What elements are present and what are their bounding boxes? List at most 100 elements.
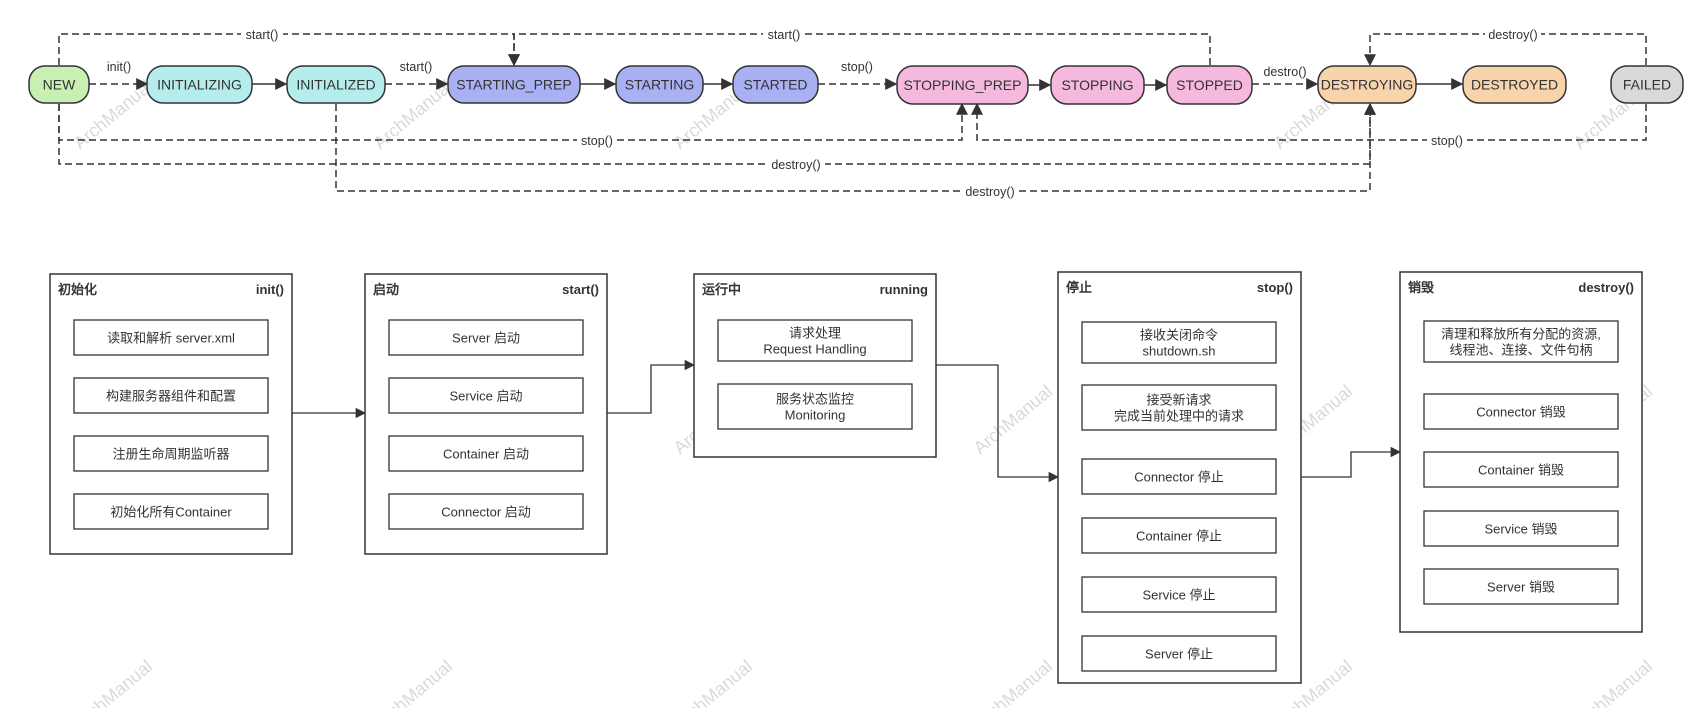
phase-destroy: 销毁 destroy() 清理和释放所有分配的资源,线程池、连接、文件句柄 Conne… [1399, 271, 1643, 633]
phase-item-box [1081, 576, 1277, 613]
state-initialized: INITIALIZED [286, 65, 386, 104]
phase-item: 注册生命周期监听器 [73, 435, 269, 472]
phase-item-text: Container 启动 [443, 447, 529, 462]
state-shape [146, 65, 253, 104]
phase-item: Service 启动 [388, 377, 584, 414]
label-destroy-failed-top: destroy() [1488, 28, 1537, 42]
phase-item-text: Connector 销毁 [1476, 405, 1566, 420]
connector-start-running [607, 359, 696, 414]
phase-item: Connector 启动 [388, 493, 584, 530]
phase-item-text: 读取和解析 server.xml [107, 331, 235, 346]
state-failed: FAILED [1610, 65, 1684, 104]
phase-method: stop() [1257, 280, 1293, 295]
phase-item-text: Connector 停止 [1134, 470, 1224, 485]
state-shape [1317, 65, 1417, 104]
phase-item-text: 完成当前处理中的请求 [1114, 409, 1244, 424]
phase-item-box [1081, 321, 1277, 364]
label-destroy-stopped: destro() [1263, 65, 1306, 79]
phase-item-text: Container 销毁 [1478, 463, 1564, 478]
phase-item-text: 请求处理 [789, 326, 841, 341]
watermark: ArchManual [970, 656, 1056, 708]
phase-item-box [717, 319, 913, 362]
phase-item-text: 接受新请求 [1146, 393, 1211, 408]
phase-item-box [73, 435, 269, 472]
state-label: STOPPING_PREP [903, 77, 1021, 93]
edge-failed-stop-bottom [971, 102, 1647, 141]
state-shape [447, 65, 581, 104]
phase-item: 读取和解析 server.xml [73, 319, 269, 356]
phase-item-box [73, 377, 269, 414]
state-shape [732, 65, 819, 104]
state-edges [58, 33, 1647, 192]
phase-item: Container 停止 [1081, 517, 1277, 554]
phase-item-box [388, 319, 584, 356]
phase-item-box [1081, 384, 1277, 431]
phase-item-box [1081, 517, 1277, 554]
phase-title: 运行中 [702, 282, 741, 297]
phase-item-text: shutdown.sh [1143, 344, 1216, 359]
connector-stop-destroy [1301, 446, 1402, 478]
state-label: NEW [43, 77, 76, 93]
label-start-initialized: start() [400, 60, 433, 74]
phase-method: start() [562, 282, 599, 297]
state-label: FAILED [1623, 77, 1671, 93]
state-label: INITIALIZED [296, 77, 375, 93]
phase-item: 构建服务器组件和配置 [73, 377, 269, 414]
state-new: NEW [28, 65, 90, 104]
watermark: ArchManual [70, 656, 156, 708]
phase-item-text: 初始化所有Container [110, 505, 232, 520]
watermark: ArchManual [1570, 656, 1656, 708]
state-label: STARTING_PREP [456, 77, 571, 93]
phase-item: Container 启动 [388, 435, 584, 472]
state-label: STARTED [743, 77, 807, 93]
state-shape [286, 65, 386, 104]
phase-item-box [1423, 568, 1619, 605]
label-start-stopped-top: start() [768, 28, 801, 42]
state-initializing: INITIALIZING [146, 65, 253, 104]
label-init: init() [107, 60, 131, 74]
phase-item: Server 停止 [1081, 635, 1277, 672]
label-stop-new-bottom: stop() [581, 134, 613, 148]
phase-item-text: 接收关闭命令 [1140, 328, 1218, 343]
phase-item: Service 销毁 [1423, 510, 1619, 547]
state-shape [615, 65, 704, 104]
state-starting-prep: STARTING_PREP [447, 65, 581, 104]
phase-item-text: Server 销毁 [1487, 580, 1555, 595]
state-shape [28, 65, 90, 104]
phase-item-box [388, 435, 584, 472]
watermark: ArchManual [970, 381, 1056, 458]
label-stop-failed-bottom: stop() [1431, 134, 1463, 148]
phase-item-box [717, 383, 913, 430]
phase-item: Service 停止 [1081, 576, 1277, 613]
state-shape [1050, 65, 1145, 105]
state-shape [1166, 65, 1253, 105]
state-destroyed: DESTROYED [1462, 65, 1567, 104]
phase-item-box [1423, 320, 1619, 363]
watermark: ArchManual [370, 656, 456, 708]
phase-title: 初始化 [58, 282, 97, 297]
phase-item-box [1423, 393, 1619, 430]
phase-method: running [880, 282, 928, 297]
states: NEW INITIALIZING INITIALIZED STARTING_PREP S… [28, 65, 1684, 105]
label-start-new-top: start() [246, 28, 279, 42]
phase-method: destroy() [1578, 280, 1634, 295]
phase-title: 启动 [373, 282, 399, 297]
phase-item-text: 注册生命周期监听器 [112, 447, 229, 462]
phase-item-text: Server 停止 [1145, 647, 1213, 662]
phase-item-box [73, 493, 269, 530]
watermark: ArchManual [670, 656, 756, 708]
phase-item-text: 线程池、连接、文件句柄 [1449, 343, 1592, 358]
phase-item-text: 构建服务器组件和配置 [106, 389, 236, 404]
phase-item-text: 服务状态监控 [776, 392, 854, 407]
label-destroy-new-bottom: destroy() [771, 158, 820, 172]
phase-item-text: 清理和释放所有分配的资源, [1441, 327, 1601, 342]
phase-item-text: Request Handling [763, 342, 866, 357]
phase-title: 销毁 [1408, 280, 1435, 295]
state-label: INITIALIZING [157, 77, 242, 93]
state-label: DESTROYING [1321, 77, 1414, 93]
